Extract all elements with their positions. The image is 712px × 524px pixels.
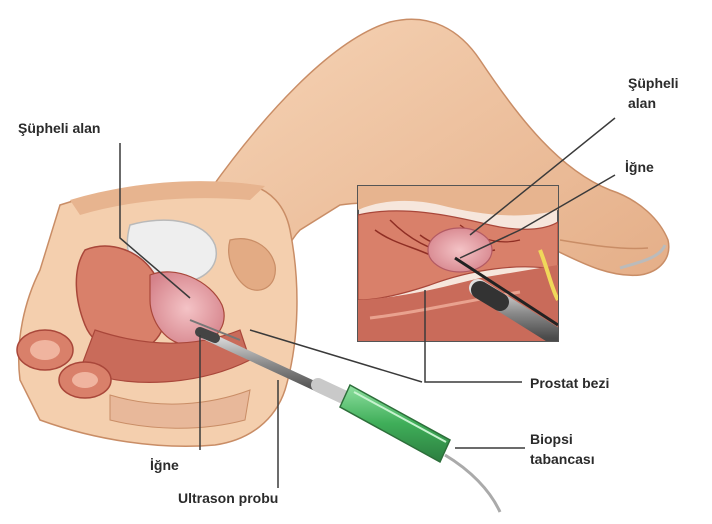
label-needle-bottom: İğne [150, 457, 179, 473]
label-prostate-gland: Prostat bezi [530, 375, 609, 391]
label-biopsy-gun-line1: Biopsi [530, 431, 573, 447]
label-suspicious-area-right-line1: Şüpheli [628, 75, 679, 91]
label-suspicious-area-left: Şüpheli alan [18, 120, 100, 136]
label-suspicious-area-right-line2: alan [628, 95, 656, 111]
biopsy-gun-body [340, 385, 450, 462]
label-biopsy-gun-line2: tabancası [530, 451, 595, 467]
label-ultrasound-probe: Ultrason probu [178, 490, 278, 506]
label-needle-right: İğne [625, 159, 654, 175]
magnified-inset [358, 186, 558, 341]
pelvic-cross-section [17, 181, 297, 446]
